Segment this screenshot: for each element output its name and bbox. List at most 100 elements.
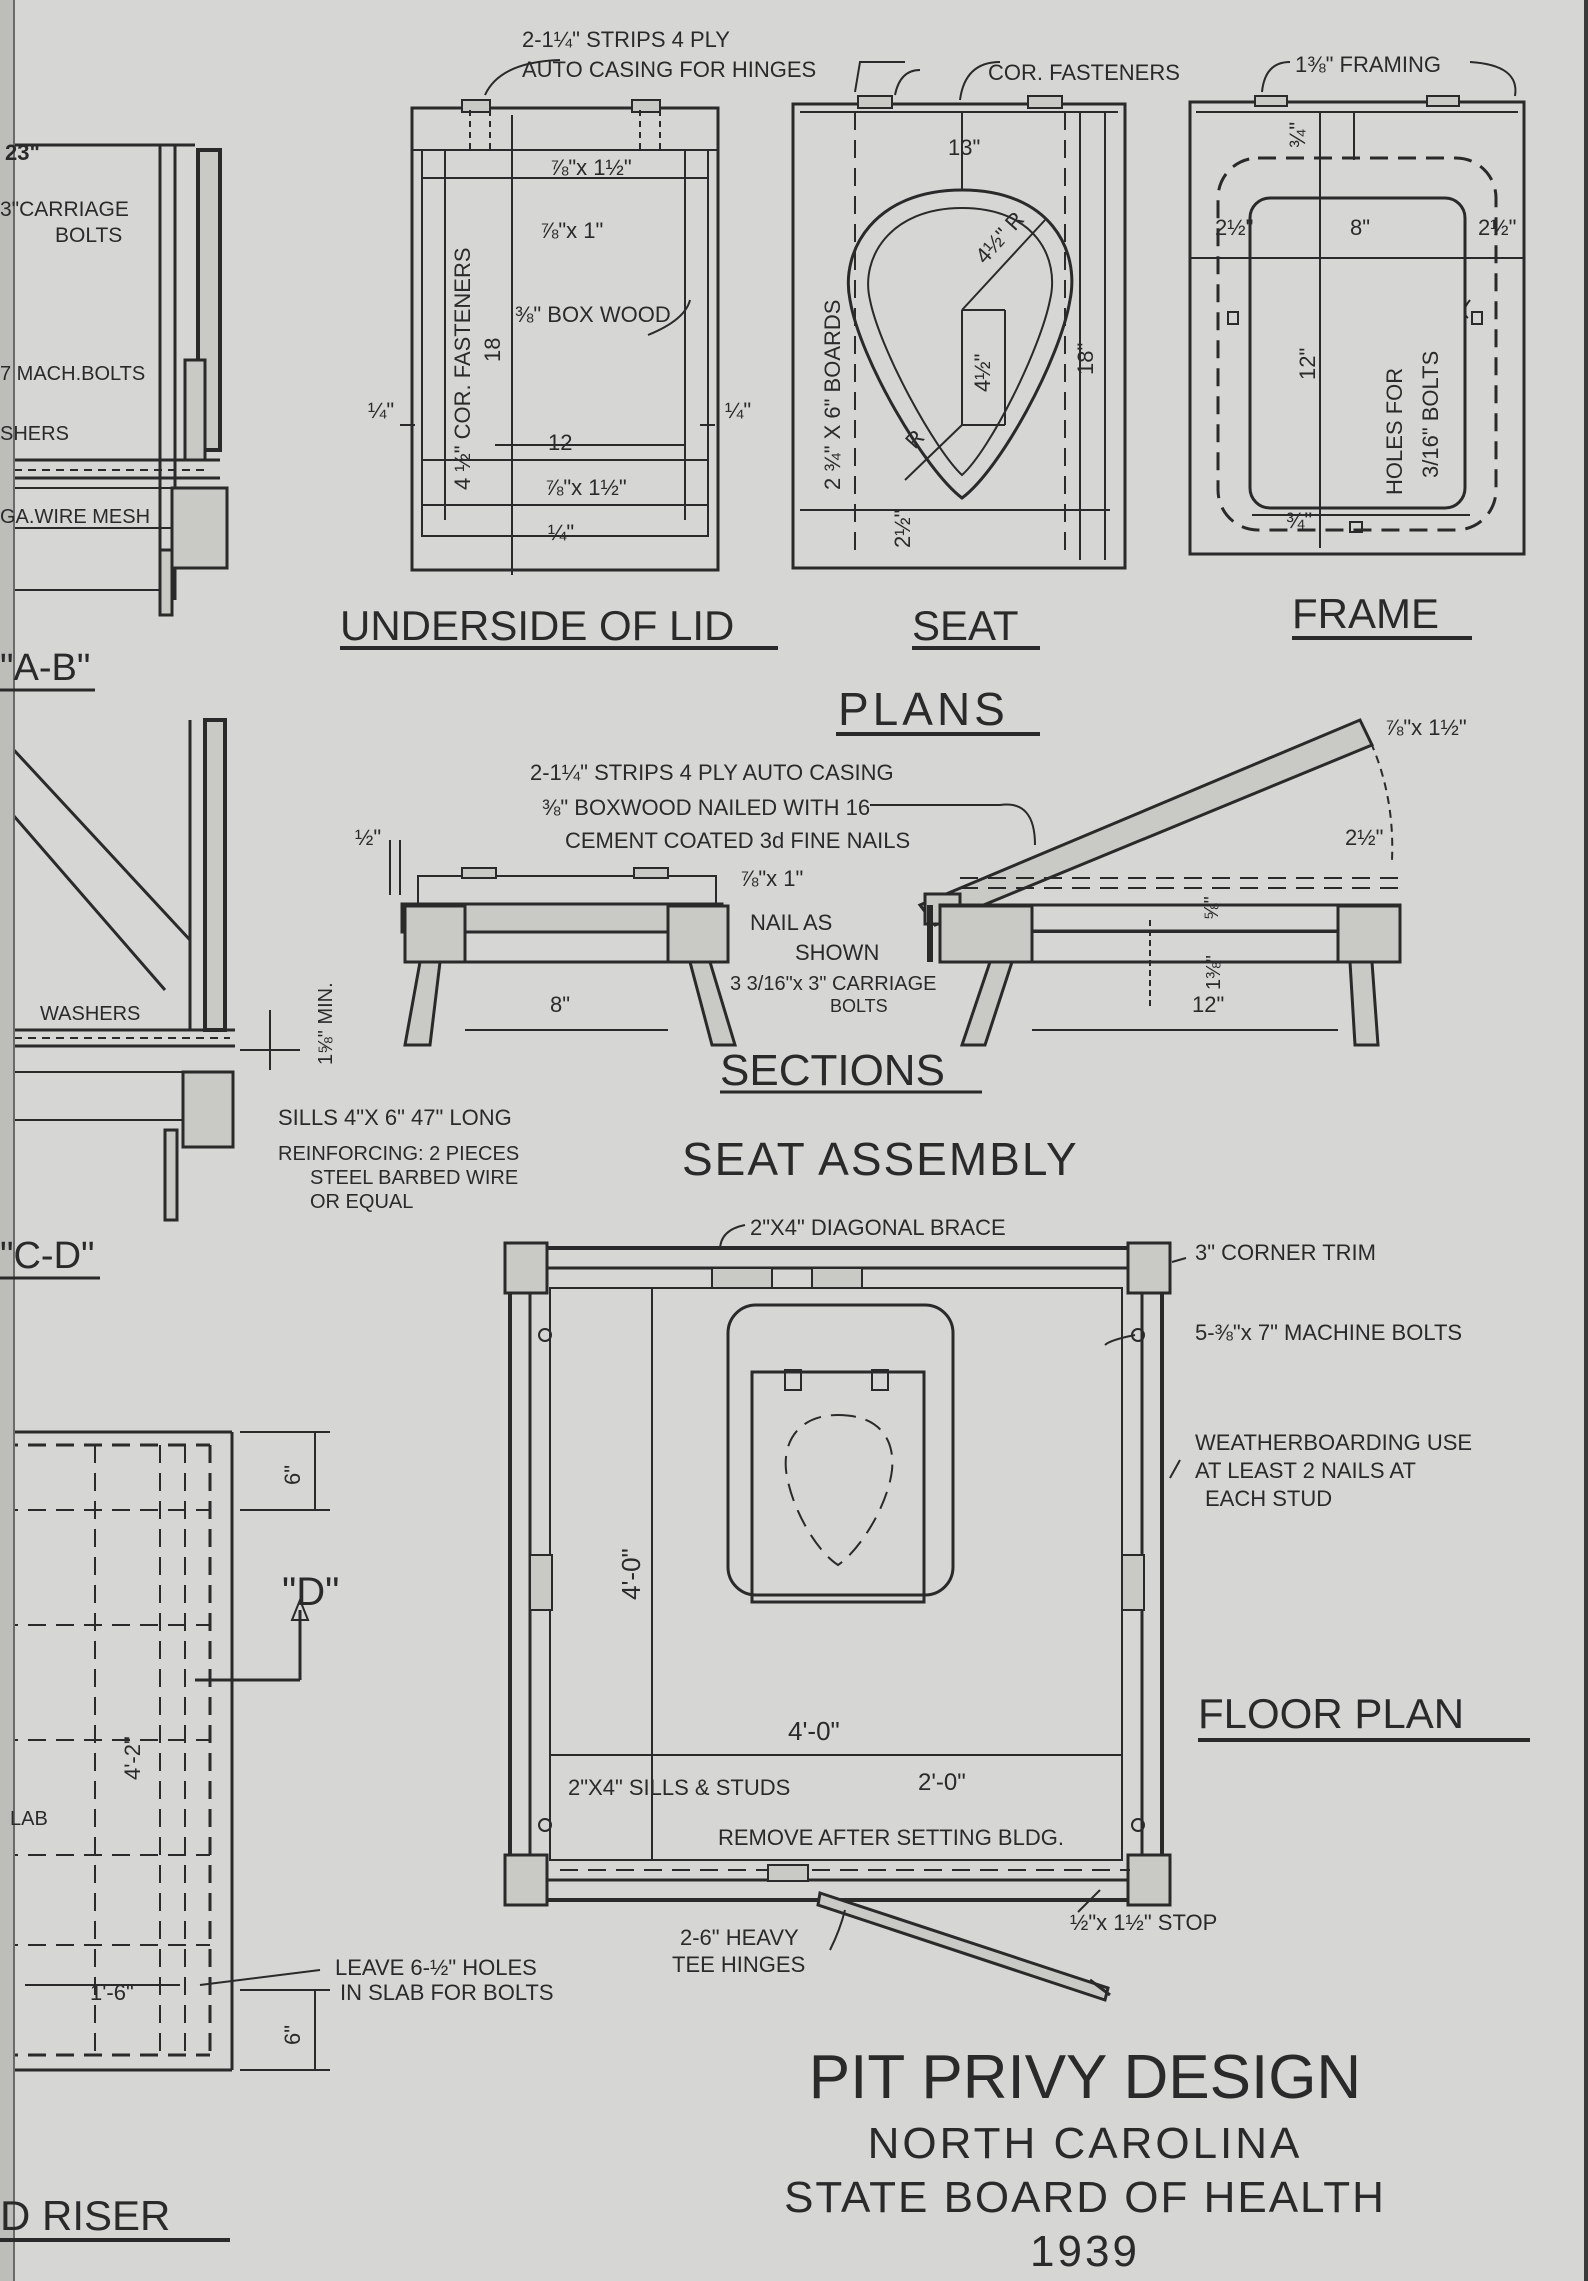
lid-dim-18: 18 (480, 338, 505, 362)
frame-framing: 1⅜" FRAMING (1295, 52, 1441, 77)
diagonal-brace: 2"X4" DIAGONAL BRACE (750, 1215, 1006, 1240)
seat-text: COR. FASTENERS 13" 4½" R R 4½" 18" 2 ¾" … (820, 60, 1180, 649)
d-marker: "D" (282, 1570, 339, 1614)
sections-dim-5-8: ⅝" (1201, 896, 1223, 920)
lid-drawing (400, 59, 921, 575)
sections-boxwood-1: ⅜" BOXWOOD NAILED WITH 16 (542, 795, 870, 820)
seat-radius-bottom: R (900, 425, 929, 454)
seat-radius-top: 4½" R (970, 207, 1029, 269)
sections-heading: SECTIONS (720, 1046, 945, 1095)
left-carriage-bolts-2: BOLTS (55, 224, 122, 247)
left-dim-1-6: 1'-6" (90, 1980, 134, 2005)
floor-dim-horizontal: 4'-0" (788, 1716, 840, 1746)
hinges-2: TEE HINGES (672, 1952, 805, 1977)
left-washers-top: SHERS (0, 423, 69, 445)
sections-nails-1: NAIL AS (750, 910, 832, 935)
sections-carriage-1: 3 3/16"x 3" CARRIAGE (730, 973, 937, 995)
sections-dim-2-5: 2½" (1345, 825, 1383, 850)
seat-title: SEAT (912, 602, 1019, 649)
leave-holes-2: IN SLAB FOR BOLTS (340, 1980, 554, 2005)
left-dim-23: 23" (5, 140, 40, 165)
seat-assembly-heading: SEAT ASSEMBLY (682, 1133, 1079, 1185)
reinforcing-2: STEEL BARBED WIRE (310, 1167, 518, 1189)
sections-text: 2-1¼" STRIPS 4 PLY AUTO CASING ⅜" BOXWOO… (355, 715, 1467, 1185)
weatherboarding-1: WEATHERBOARDING USE (1195, 1430, 1472, 1455)
seat-drawing (791, 61, 1127, 570)
frame-holes-2: 3/16" BOLTS (1418, 351, 1443, 478)
lid-mid-strip: ⅞"x 1" (540, 218, 603, 243)
frame-dim-12: 12" (1295, 348, 1320, 380)
lid-text: 2-1¼" STRIPS 4 PLY AUTO CASING FOR HINGE… (340, 27, 816, 649)
lid-box-wood: ⅜" BOX WOOD (515, 302, 671, 327)
riser-label: D RISER (0, 2192, 170, 2239)
lid-right-gap: ¼" (725, 398, 751, 423)
seat-dim-2-5: 2½" (890, 510, 915, 548)
sections-strips: 2-1¼" STRIPS 4 PLY AUTO CASING (530, 760, 894, 785)
lid-strips-1: 2-1¼" STRIPS 4 PLY (522, 27, 730, 52)
title-main: PIT PRIVY DESIGN (809, 2043, 1361, 2112)
corner-trim: 3" CORNER TRIM (1195, 1240, 1376, 1265)
left-carriage-bolts-1: 3"CARRIAGE (0, 198, 129, 221)
left-dim-6-top: 6" (280, 1465, 305, 1485)
floor-plan-drawing (503, 1224, 1187, 2002)
plans-text: PLANS (836, 683, 1040, 736)
frame-dim-left: 2½" (1215, 215, 1253, 240)
section-ab-label: "A-B" (0, 647, 90, 689)
floor-plan-text: 2"X4" DIAGONAL BRACE 3" CORNER TRIM 5-⅜"… (335, 1215, 1472, 2005)
seat-dim-13: 13" (948, 135, 980, 160)
left-slab: LAB (10, 1808, 48, 1830)
sections-dim-8: 8" (550, 992, 570, 1017)
left-min: 1⅝" MIN. (315, 982, 337, 1065)
sections-nails-2: SHOWN (795, 940, 879, 965)
left-detail-top (0, 143, 229, 617)
stop-note: ½"x 1½" STOP (1070, 1910, 1217, 1935)
leave-holes-1: LEAVE 6-½" HOLES (335, 1955, 537, 1980)
seat-cor-fasteners: COR. FASTENERS (988, 60, 1180, 85)
frame-drawing (1188, 61, 1526, 556)
lid-bottom-strip: ⅞"x 1½" (545, 475, 627, 500)
plans-heading: PLANS (838, 683, 1009, 735)
sills-studs: 2"X4" SILLS & STUDS (568, 1775, 790, 1800)
left-wire-mesh: GA.WIRE MESH (0, 506, 150, 528)
left-dim-4-2: 4'-2" (120, 1736, 145, 1780)
left-detail-middle (0, 718, 300, 1222)
sections-dim-1-3-8: 1⅜" (1203, 955, 1225, 990)
seat-dim-18: 18" (1073, 343, 1098, 375)
frame-holes-1: HOLES FOR (1382, 368, 1407, 495)
reinforcing-3: OR EQUAL (310, 1191, 413, 1213)
sections-carriage-2: BOLTS (830, 996, 888, 1016)
frame-dim-bottom: ¾" (1286, 508, 1312, 533)
sections-drawing (389, 718, 1402, 1047)
seat-boards: 2 ¾" X 6" BOARDS (820, 300, 845, 490)
lid-left-gap: ¼" (368, 398, 394, 423)
sections-lid-strip: ⅞"x 1½" (1385, 715, 1467, 740)
sections-strip-7-8x1: ⅞"x 1" (740, 866, 803, 891)
title-underlines (0, 636, 1530, 2242)
lid-dim-12: 12 (548, 430, 572, 455)
sills-note: SILLS 4"X 6" 47" LONG (278, 1105, 512, 1130)
left-dim-6-bottom: 6" (280, 2025, 305, 2045)
sections-dim-12: 12" (1192, 992, 1224, 1017)
sill-text: SILLS 4"X 6" 47" LONG REINFORCING: 2 PIE… (278, 1105, 519, 1213)
section-cd-label: "C-D" (0, 1235, 95, 1277)
frame-dim-8: 8" (1350, 215, 1370, 240)
sections-boxwood-2: CEMENT COATED 3d FINE NAILS (565, 828, 910, 853)
weatherboarding-3: EACH STUD (1205, 1486, 1332, 1511)
reinforcing-1: REINFORCING: 2 PIECES (278, 1143, 519, 1165)
weatherboarding-2: AT LEAST 2 NAILS AT (1195, 1458, 1416, 1483)
lid-strips-2: AUTO CASING FOR HINGES (522, 57, 816, 82)
sections-half: ½" (355, 825, 381, 850)
floor-dim-2-0: 2'-0" (918, 1769, 966, 1796)
left-mach-bolts: 7 MACH.BOLTS (0, 363, 145, 385)
title-state: NORTH CAROLINA (868, 2119, 1303, 2168)
title-agency: STATE BOARD OF HEALTH (784, 2173, 1386, 2222)
lid-cor-fasteners: 4 ½" COR. FASTENERS (450, 247, 475, 490)
left-washers: WASHERS (40, 1003, 140, 1025)
seat-dim-4-5: 4½" (970, 354, 995, 392)
lid-title: UNDERSIDE OF LID (340, 602, 734, 649)
frame-dim-3-4: ¾" (1285, 122, 1310, 148)
hinges-1: 2-6" HEAVY (680, 1925, 799, 1950)
frame-title: FRAME (1292, 590, 1439, 637)
